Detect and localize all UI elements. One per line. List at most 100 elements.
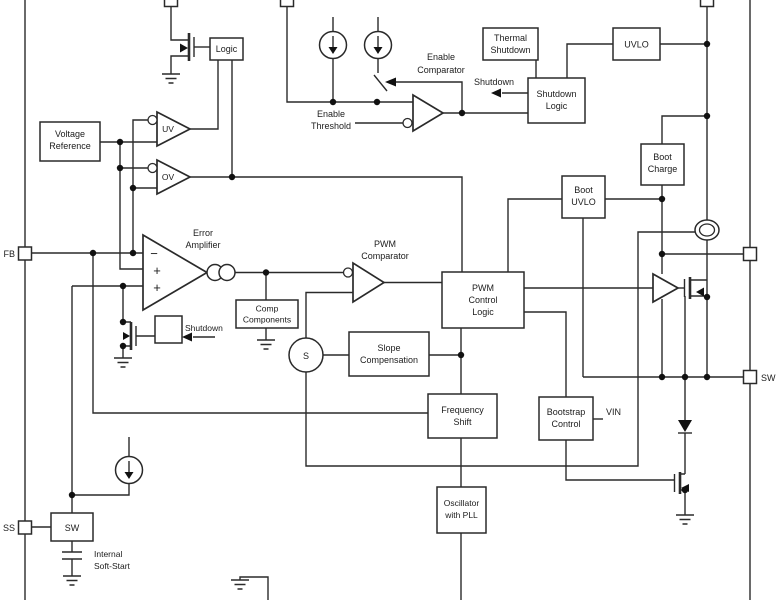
wire-bootstrap-to-fet: [565, 440, 674, 481]
signal-arrows: [182, 77, 501, 342]
wire-ov-out: [190, 176, 463, 272]
block-uvlo: UVLO: [612, 27, 661, 61]
shutdown-signal-label: Shutdown: [474, 77, 514, 87]
oscillator-label-1: Oscillator: [444, 498, 480, 508]
wire-toppin-drain: [170, 3, 188, 41]
wire-tl-fet-source: [170, 55, 189, 74]
block-thermal-shutdown: Thermal Shutdown: [482, 27, 539, 61]
block-bootstrap-control: Bootstrap Control: [538, 396, 594, 441]
boot-uvlo-label-1: Boot: [574, 185, 593, 195]
shutdown-logic-label-1: Shutdown: [536, 89, 576, 99]
wire-ea-shutdown-drain: [122, 286, 131, 323]
freq-shift-label-2: Shift: [453, 417, 472, 427]
wire-fb-to-freqshift: [92, 253, 428, 414]
gate-driver: [652, 272, 680, 304]
enable-hysteresis-arrow: [385, 77, 396, 87]
bootstrap-label-2: Control: [551, 419, 580, 429]
vin-pin: [699, 0, 715, 8]
fb-pin-label: FB: [3, 249, 15, 259]
enable-comp-label-2: Comparator: [417, 65, 465, 75]
thermal-label-1: Thermal: [494, 33, 527, 43]
logic-label: Logic: [216, 44, 238, 54]
wire-pwm-to-bootstrap: [524, 311, 567, 397]
wire-current-sense: [305, 231, 696, 467]
enable-pin: [279, 0, 295, 8]
error-amplifier: − + + Error Amplifier: [142, 228, 236, 312]
catch-diode-icon: [678, 420, 692, 434]
comp-comp-label-1: Comp: [256, 304, 279, 314]
wire-ref-branch: [119, 142, 143, 270]
sw-pin-label: SW: [761, 373, 776, 383]
slope-label-2: Compensation: [360, 355, 418, 365]
chip-border: [24, 0, 751, 600]
ea-plus1: +: [153, 263, 161, 278]
internal-soft-start-label-2: Soft-Start: [94, 561, 131, 571]
pwm-logic-label-2: Control: [468, 295, 497, 305]
ground-icon: [63, 575, 81, 586]
enable-threshold-label-1: Enable: [317, 109, 345, 119]
shutdown-logic-label-2: Logic: [546, 101, 568, 111]
uv-label: UV: [162, 124, 174, 134]
enable-threshold-label-2: Threshold: [311, 121, 351, 131]
ea-minus: −: [150, 246, 158, 261]
block-boot-uvlo: Boot UVLO: [561, 175, 606, 219]
wire-ss-cap: [62, 541, 82, 576]
sw-pin: [742, 369, 758, 385]
ground-icon: [257, 339, 275, 350]
boot-charge-label-2: Charge: [648, 164, 678, 174]
uvlo-label: UVLO: [624, 40, 649, 50]
ea-label-1: Error: [193, 228, 213, 238]
wire-s-to-pwmcomp: [305, 291, 353, 338]
ground-icon: [162, 73, 180, 84]
wire-uvlo-left: [566, 43, 613, 78]
fb-pin: [17, 246, 33, 261]
ss-pin-label: SS: [3, 523, 15, 533]
ss-switch-label: SW: [65, 523, 80, 533]
ea-shutdown-label: Shutdown: [185, 323, 223, 333]
wire-bootuvlo-to-pwm: [507, 198, 562, 272]
block-slope-compensation: Slope Compensation: [348, 331, 430, 377]
block-ea-shutdown: [154, 315, 183, 344]
block-boot-charge: Boot Charge: [640, 143, 685, 186]
block-comp-components: Comp Components: [235, 299, 299, 329]
summing-node: S: [288, 337, 324, 373]
current-source-icon: [363, 30, 393, 60]
wire-bootcharge-top: [661, 115, 707, 144]
internal-soft-start-label-1: Internal: [94, 549, 122, 559]
ea-shutdown-mosfet-icon: [123, 322, 137, 350]
boot-charge-label-1: Boot: [653, 152, 672, 162]
oscillator-label-2: with PLL: [444, 510, 478, 520]
highside-mosfet-icon: [683, 277, 704, 299]
pwm-logic-label-1: PWM: [472, 283, 494, 293]
block-shutdown-logic: Shutdown Logic: [527, 77, 586, 124]
wire-uv-to-logic: [190, 60, 219, 130]
ea-plus2: +: [153, 280, 161, 295]
ov-comparator: OV: [147, 158, 192, 196]
boot-pin: [742, 246, 758, 262]
shutdown-arrow: [491, 88, 501, 98]
comp-comp-label-2: Components: [243, 315, 291, 325]
enable-comp-label-1: Enable: [427, 52, 455, 62]
wire-encomp-feedback: [396, 81, 463, 113]
wire-ss-current-source: [72, 437, 130, 496]
block-soft-start-switch: SW: [50, 512, 94, 542]
bootstrap-label-1: Bootstrap: [547, 407, 586, 417]
top-pin-1: [163, 0, 179, 8]
enable-comparator: Enable Comparator: [402, 52, 465, 133]
ground-icon: [676, 514, 694, 525]
current-source-icon: [318, 30, 348, 60]
uv-comparator: UV: [147, 110, 192, 148]
junction-dots: [68, 40, 711, 499]
wire-hs-fet-contacts: [690, 279, 707, 297]
pwm-comparator: PWM Comparator: [342, 239, 409, 304]
vref-label-2: Reference: [49, 141, 91, 151]
block-oscillator: Oscillator with PLL: [436, 486, 487, 534]
ss-pin: [17, 520, 33, 535]
wire-enable-line: [286, 3, 413, 103]
current-sense-icon: [694, 219, 720, 241]
boot-uvlo-label-2: UVLO: [571, 197, 596, 207]
slope-label-1: Slope: [377, 343, 400, 353]
soft-start-current-source-icon: [114, 455, 144, 485]
